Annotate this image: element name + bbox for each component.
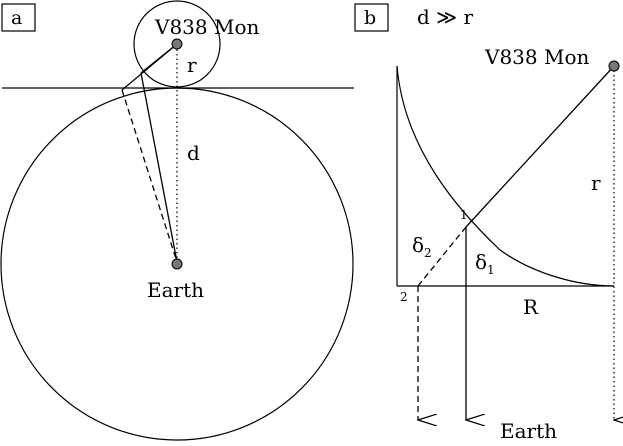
star-label-a: V838 Mon [154,15,259,39]
dashed-ray-to-earth [121,89,178,263]
star-dot-b [608,60,620,72]
star-to-point1-ray [465,65,615,228]
delta1-symbol: δ [475,250,487,274]
earth-label-a: Earth [147,278,204,302]
panel-a: a V838 Mon r d Earth [0,0,354,441]
r-label-a: r [187,53,197,77]
scatter-to-earth-ray [140,72,178,263]
panel-a-tag-box [1,3,36,32]
star-dot-a [171,38,183,50]
star-label-b: V838 Mon [484,45,589,69]
delta1-label: δ1 [475,250,495,277]
panel-b: b d ≫ r V838 Mon r R 1 2 δ2 δ1 Earth [354,3,620,443]
d-label: d [187,141,200,165]
point2-label: 2 [400,290,408,304]
R-label: R [523,295,539,319]
earth-distance-circle [0,87,354,441]
echo-parabola-curve [396,65,615,287]
delta2-label: δ2 [412,233,432,260]
earth-label-b: Earth [500,419,557,441]
delta2-symbol: δ [412,233,424,257]
condition-label: d ≫ r [417,5,473,29]
panel-b-tag-box [354,3,389,32]
panel-b-tag: b [364,7,376,29]
panel-a-tag: a [11,7,22,29]
delta2-subscript: 2 [424,246,432,260]
delta1-subscript: 1 [487,263,495,277]
r-label-b: r [591,171,601,195]
star-to-tangent-ray [121,43,178,91]
point1-to-point2-dashed [417,226,467,287]
point1-label: 1 [460,208,468,222]
earth-dot-a [171,258,183,270]
